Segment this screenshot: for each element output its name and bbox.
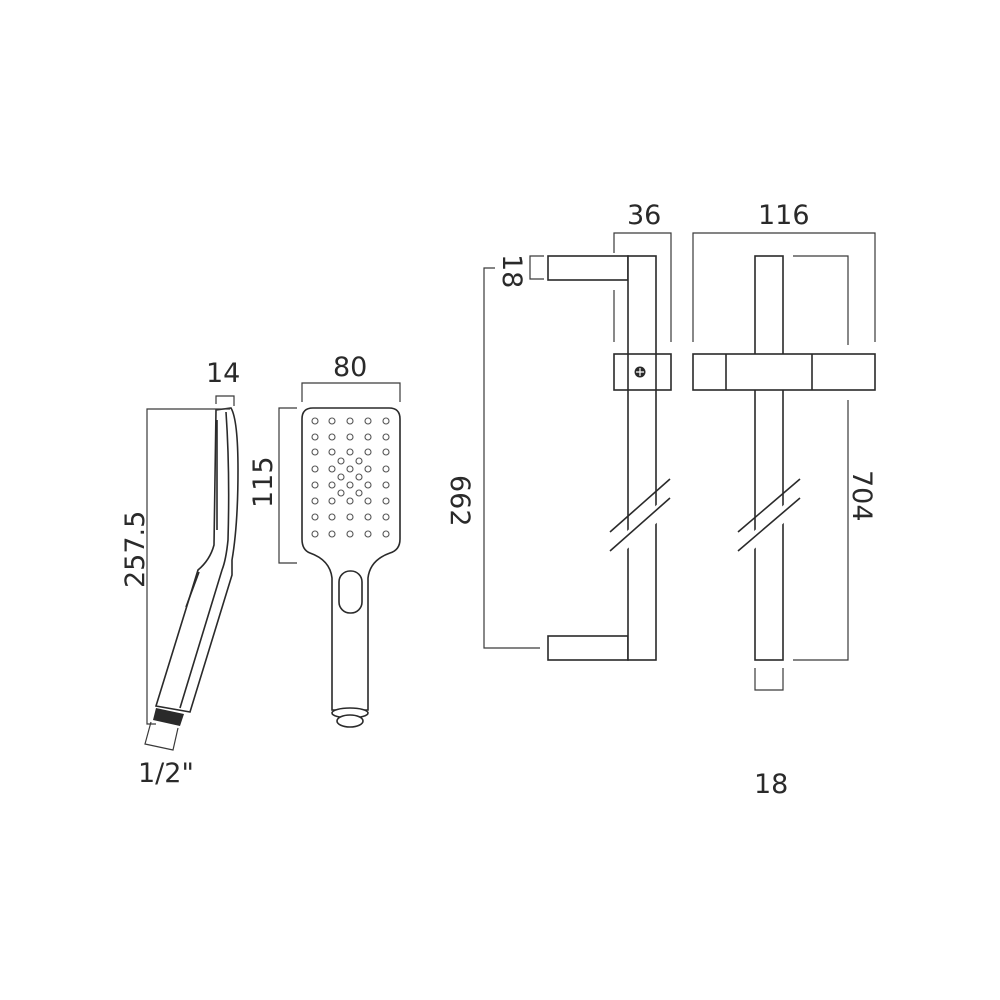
nozzle: [364, 433, 372, 441]
nozzle: [382, 433, 390, 441]
dim-rail-width: 18: [754, 769, 788, 800]
nozzle: [355, 473, 363, 481]
nozzle: [328, 530, 336, 538]
nozzle: [382, 497, 390, 505]
nozzle: [328, 448, 336, 456]
handset-side-view: [144, 395, 239, 751]
dim-bracket-centres: 662: [444, 475, 475, 527]
nozzle: [337, 457, 345, 465]
nozzle: [328, 497, 336, 505]
nozzle: [311, 465, 319, 473]
nozzle: [311, 530, 319, 538]
nozzle: [346, 433, 354, 441]
slider-bracket-side: [613, 353, 672, 391]
nozzle: [346, 448, 354, 456]
nozzle: [328, 465, 336, 473]
nozzle: [355, 489, 363, 497]
riser-rail-front-view: [692, 232, 876, 691]
nozzle: [346, 417, 354, 425]
nozzle: [337, 473, 345, 481]
dim-handset-depth: 14: [206, 358, 240, 389]
nozzle: [364, 465, 372, 473]
nozzle: [311, 417, 319, 425]
nozzle: [364, 481, 372, 489]
handset-front-view: [278, 382, 401, 728]
riser-rail-side-view: [483, 232, 672, 661]
dim-arm-projection: 36: [627, 200, 661, 231]
nozzle: [311, 433, 319, 441]
dim-handset-length: 257.5: [120, 511, 151, 588]
nozzle: [346, 497, 354, 505]
nozzle: [364, 513, 372, 521]
nozzle: [328, 513, 336, 521]
dim-arm-thickness: 18: [496, 254, 527, 288]
nozzle: [346, 530, 354, 538]
nozzle: [364, 417, 372, 425]
nozzle: [328, 481, 336, 489]
nozzle: [382, 417, 390, 425]
nozzle: [311, 497, 319, 505]
dim-rail-length: 704: [846, 470, 877, 522]
nozzle: [382, 448, 390, 456]
nozzle: [346, 481, 354, 489]
slider-bracket-front: [692, 353, 876, 391]
nozzle: [337, 489, 345, 497]
nozzle: [364, 497, 372, 505]
nozzle: [311, 513, 319, 521]
nozzle: [311, 448, 319, 456]
dim-head-height: 115: [248, 456, 279, 508]
handset-connector-nut: [153, 708, 184, 726]
nozzle: [382, 465, 390, 473]
nozzle: [346, 513, 354, 521]
nozzle: [311, 481, 319, 489]
dim-connector: 1/2": [138, 758, 194, 789]
nozzle: [328, 417, 336, 425]
nozzle: [355, 457, 363, 465]
nozzle: [382, 481, 390, 489]
nozzle: [382, 513, 390, 521]
nozzle: [364, 530, 372, 538]
nozzle: [364, 448, 372, 456]
dim-head-width: 80: [333, 352, 367, 383]
nozzle: [382, 530, 390, 538]
dim-slider-width: 116: [758, 200, 810, 231]
nozzle: [346, 465, 354, 473]
handset-mode-button: [338, 570, 363, 614]
spray-nozzles: [311, 417, 390, 538]
nozzle: [328, 433, 336, 441]
